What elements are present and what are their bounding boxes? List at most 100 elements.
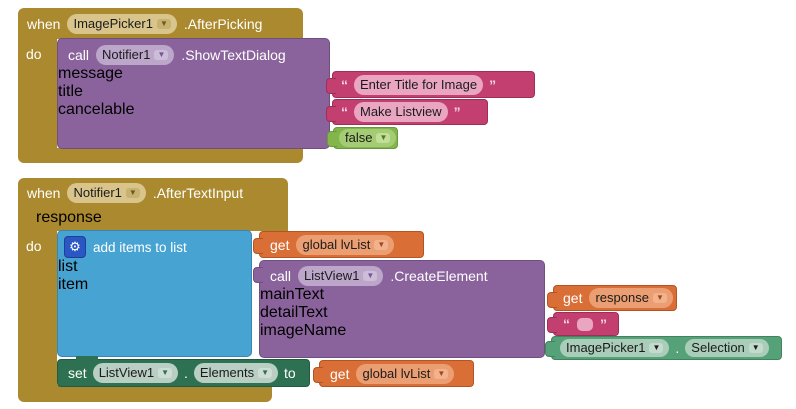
chevron-down-icon: ▼	[158, 368, 173, 378]
chevron-down-icon: ▼	[125, 188, 140, 198]
dropdown-value: Selection	[691, 340, 745, 355]
param-name: response	[36, 209, 102, 226]
set-elements-block[interactable]: set ListView1 ▼ . Elements ▼ to	[57, 356, 310, 387]
get-global-lvlist-block[interactable]: get global lvList ▼	[253, 231, 424, 258]
event-name-label: .AfterTextInput	[152, 185, 244, 201]
gear-glyph: ⚙	[69, 239, 81, 254]
dropdown-value: global lvList	[362, 365, 431, 381]
property-dropdown-selection[interactable]: Selection ▼	[685, 339, 769, 357]
event-param-response[interactable]: response	[36, 209, 102, 227]
close-quote-icon: ”	[453, 104, 461, 120]
dropdown-value: ListView1	[98, 365, 155, 380]
dropdown-value: ImagePicker1	[566, 340, 646, 355]
event-name-label: .AfterPicking	[183, 15, 263, 32]
logic-dropdown[interactable]: false ▼	[339, 129, 397, 147]
close-quote-icon: ”	[489, 76, 497, 93]
get-label: get	[330, 365, 350, 382]
item-socket-label: item	[58, 276, 89, 293]
plug-tab	[545, 341, 555, 357]
call-showtextdialog-block[interactable]: call Notifier1 ▼ .ShowTextDialog message…	[57, 38, 330, 149]
param-message-label: message	[58, 65, 123, 82]
prev-connector-tab	[76, 356, 98, 361]
plug-tab	[253, 238, 263, 254]
text-block-message[interactable]: “ Enter Title for Image ”	[326, 71, 535, 98]
imagepicker-selection-getter-block[interactable]: ImagePicker1 ▼ . Selection ▼	[545, 336, 782, 360]
dropdown-value: response	[595, 290, 649, 305]
dropdown-value: ImagePicker1	[73, 15, 153, 31]
plug-tab	[547, 317, 557, 333]
chevron-down-icon: ▼	[434, 368, 449, 379]
when-label: when	[27, 185, 61, 201]
text-block-title[interactable]: “ Make Listview ”	[326, 99, 488, 125]
event-block-aftertextinput-bottom[interactable]	[18, 385, 272, 402]
do-label: do	[26, 238, 42, 254]
chevron-down-icon: ▼	[376, 133, 391, 143]
variable-dropdown[interactable]: global lvList ▼	[296, 234, 395, 255]
dropdown-value: ListView1	[304, 268, 360, 283]
mutator-gear-icon[interactable]: ⚙	[64, 236, 86, 258]
to-label: to	[284, 365, 296, 381]
set-label: set	[68, 365, 87, 381]
dropdown-value: Notifier1	[102, 47, 151, 62]
text-value: Enter Title for Image	[360, 76, 478, 92]
text-value-field[interactable]	[577, 317, 593, 331]
chevron-down-icon: ▼	[154, 50, 169, 60]
param-maintext-label: mainText	[260, 286, 325, 303]
add-items-to-list-block[interactable]: ⚙ add items to list list item	[57, 230, 252, 357]
dot-label: .	[675, 340, 680, 356]
chevron-down-icon: ▼	[652, 293, 667, 303]
get-global-lvlist-block-2[interactable]: get global lvList ▼	[313, 360, 474, 387]
event-block-aftertextinput-left-rail[interactable]	[18, 231, 57, 385]
text-block-empty[interactable]: “ ”	[547, 312, 619, 336]
text-value-field[interactable]: Make Listview	[354, 102, 448, 122]
param-detailtext-label: detailText	[260, 304, 328, 321]
event-block-aftertextinput-header[interactable]: when Notifier1 ▼ .AfterTextInput	[18, 178, 288, 208]
plug-tab	[327, 131, 337, 147]
get-response-block[interactable]: get response ▼	[547, 285, 677, 311]
plug-tab	[326, 78, 336, 94]
component-dropdown-listview1[interactable]: ListView1 ▼	[298, 266, 384, 286]
open-quote-icon: “	[341, 104, 348, 120]
call-label: call	[68, 47, 90, 63]
event-block-afterpicking-header[interactable]: when ImagePicker1 ▼ .AfterPicking	[18, 8, 303, 39]
variable-dropdown[interactable]: response ▼	[589, 288, 673, 308]
do-label: do	[26, 46, 42, 62]
chevron-down-icon: ▼	[748, 343, 763, 353]
logic-false-block[interactable]: false ▼	[327, 127, 398, 149]
chevron-down-icon: ▼	[156, 18, 171, 29]
param-cancelable-label: cancelable	[58, 101, 135, 118]
dropdown-value: global lvList	[302, 236, 371, 252]
call-createelement-block[interactable]: call ListView1 ▼ .CreateElement mainText…	[253, 260, 545, 358]
next-connector-notch	[78, 141, 98, 149]
event-block-param-strip[interactable]	[18, 208, 288, 231]
chevron-down-icon: ▼	[374, 239, 389, 250]
chevron-down-icon: ▼	[649, 343, 664, 353]
dropdown-value: Elements	[199, 365, 255, 380]
when-label: when	[27, 15, 61, 32]
call-label: call	[270, 268, 292, 284]
list-socket-label: list	[58, 258, 78, 275]
get-label: get	[563, 290, 583, 306]
component-dropdown-notifier1[interactable]: Notifier1 ▼	[67, 183, 146, 203]
event-block-afterpicking-bottom[interactable]	[18, 148, 303, 163]
close-quote-icon: ”	[600, 316, 607, 332]
chevron-down-icon: ▼	[363, 271, 378, 281]
component-dropdown-notifier1[interactable]: Notifier1 ▼	[96, 45, 175, 65]
text-value-field[interactable]: Enter Title for Image	[354, 74, 484, 95]
text-value: Make Listview	[360, 104, 442, 119]
param-title-label: title	[58, 83, 83, 100]
open-quote-icon: “	[341, 76, 348, 93]
event-block-afterpicking-left-rail[interactable]	[18, 38, 57, 150]
variable-dropdown[interactable]: global lvList ▼	[356, 363, 455, 384]
method-name-label: .ShowTextDialog	[181, 47, 286, 63]
component-dropdown-imagepicker1[interactable]: ImagePicker1 ▼	[67, 13, 177, 34]
component-dropdown-imagepicker1[interactable]: ImagePicker1 ▼	[560, 339, 670, 357]
component-dropdown-listview1[interactable]: ListView1 ▼	[92, 363, 179, 383]
open-quote-icon: “	[563, 316, 570, 332]
dropdown-value: Notifier1	[73, 185, 122, 200]
property-dropdown-elements[interactable]: Elements ▼	[193, 363, 279, 383]
dropdown-value: false	[345, 130, 373, 145]
dot-label: .	[184, 365, 188, 381]
param-imagename-label: imageName	[260, 322, 347, 339]
plug-tab	[313, 367, 323, 383]
